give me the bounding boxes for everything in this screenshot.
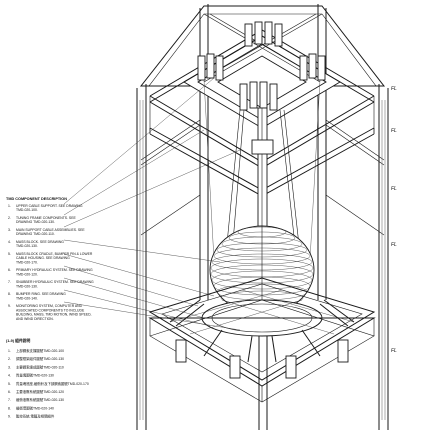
legend-cn-item-text: 緩衝液壓系統圖號TMD-020-130: [16, 397, 64, 402]
legend-item-text: MASS BLOCK. SEE DRAWING: [16, 240, 64, 244]
floor-tag: FL: [391, 86, 397, 92]
legend-item-text: DRAWING TMD-020-130.: [16, 220, 55, 224]
legend-cn-item-number: 4.: [8, 374, 11, 378]
legend-cn-item-text: 上部鋼索支撐圖號TMD-020-100: [16, 348, 64, 353]
bumper-ring-and-hydraulics: [148, 277, 376, 403]
legend-item-number: 4.: [8, 240, 11, 244]
legend-cn-item-text: 主要鋼索總成圖號TMD-020-110: [16, 364, 64, 369]
legend-item-text: TMD-020-120.: [16, 272, 38, 276]
legend-cn-item-text: 緩衝環圖號TMD-020-140: [16, 405, 54, 410]
legend-item-text: PRIMARY HYDRAULIC SYSTEM. SEE DRAWING: [16, 268, 93, 272]
legend-item-text: AND WIND DIRECTION.: [16, 317, 54, 321]
legend-item-text: TMD-020-130.: [16, 244, 38, 248]
legend-item-text: ASSOCIATED COMPONENTS TO INCLUDE: [16, 308, 85, 312]
leader-lines: [63, 77, 241, 331]
legend-cn-item-number: 5.: [8, 382, 11, 386]
legend-item-text: SNUBBER HYDRAULIC SYSTEM. SEE DRAWING: [16, 280, 94, 284]
legend-cn-item-text: 調整框架組件圖號TMD-020-130: [16, 356, 64, 361]
legend-item-number: 3.: [8, 228, 11, 232]
legend-cn-item-number: 8.: [8, 406, 11, 410]
legend-cn-item-text: 質量塊底座,緩衝針及下部鋼索圖號TMD-020-170: [16, 381, 89, 386]
legend-item-text: CABLE HOUSING. SEE DRAWING: [16, 256, 70, 260]
legend-cn-item-text: 監控系統,電腦及相關組件: [16, 414, 55, 419]
floor-tags: FL FL FL FL FL: [391, 86, 397, 354]
legend-item-number: 7.: [8, 280, 11, 284]
legend-cn-item-number: 3.: [8, 365, 11, 369]
main-support-cables: [203, 79, 321, 269]
legend-cn-title: (1-9) 組件說明: [6, 338, 30, 343]
legend-item-number: 5.: [8, 252, 11, 256]
legend-cn-item-number: 1.: [8, 349, 11, 353]
cable-jack-cluster-left: [197, 53, 224, 81]
legend-item-number: 2.: [8, 216, 11, 220]
legend-cn-item-text: 主要液壓系統圖號TMD-020-120: [16, 389, 64, 394]
floor-tag: FL: [391, 348, 397, 354]
upper-cable-support-frame: [149, 13, 375, 197]
legend-item-text: BUILDING, MASS, TMD MOTION, WIND SPEED,: [16, 313, 92, 317]
legend-item-text: MAIN SUPPORT CABLE ASSEMBLIES. SEE: [16, 228, 85, 232]
legend-item-text: TMD-020-140.: [16, 296, 38, 300]
legend-item-text: TMD-020-130.: [16, 284, 38, 288]
legend-cn-item-number: 7.: [8, 398, 11, 402]
cable-jack-cluster-top: [244, 21, 283, 47]
floor-tag: FL: [391, 242, 397, 248]
legend-item-text: DRAWING TMD-020-110.: [16, 232, 55, 236]
legend-item-number: 9.: [8, 304, 11, 308]
legend-item-text: MASS BLOCK CRADLE, BUMPER PIN & LOWER: [16, 252, 93, 256]
legend-item-text: TUNING FRAME COMPONENTS. SEE: [16, 216, 76, 220]
legend-cn-item-number: 6.: [8, 390, 11, 394]
legend-item-text: BUMPER RING. SEE DRAWING: [16, 292, 66, 296]
legend-title: TMD COMPONENT DESCRIPTION: [6, 197, 67, 201]
legend-item-number: 6.: [8, 268, 11, 272]
floor-tag: FL: [391, 128, 397, 134]
legend-item-text: UPPER CABLE SUPPORT. SEE DRAWING: [16, 204, 83, 208]
component-legend: TMD COMPONENT DESCRIPTION 1. UPPER CABLE …: [6, 197, 94, 321]
cable-jack-cluster-front: [239, 81, 278, 111]
legend-cn-item-number: 2.: [8, 357, 11, 361]
legend-item-number: 8.: [8, 292, 11, 296]
legend-item-text: TMD-020-100.: [16, 208, 38, 212]
legend-cn-item-number: 9.: [8, 415, 11, 419]
legend-item-text: MONITORING SYSTEM, COMPUTER AND: [16, 304, 83, 308]
cable-jack-cluster-right: [299, 53, 326, 81]
floor-tag: FL: [391, 186, 397, 192]
legend-cn-item-text: 質量塊圖號TMD-020-130: [16, 373, 54, 378]
component-legend-cn: (1-9) 組件說明 1. 上部鋼索支撐圖號TMD-020-100 2. 調整框架組件…: [6, 338, 89, 419]
legend-item-number: 1.: [8, 204, 11, 208]
legend-item-text: TMD-020-170.: [16, 260, 38, 264]
